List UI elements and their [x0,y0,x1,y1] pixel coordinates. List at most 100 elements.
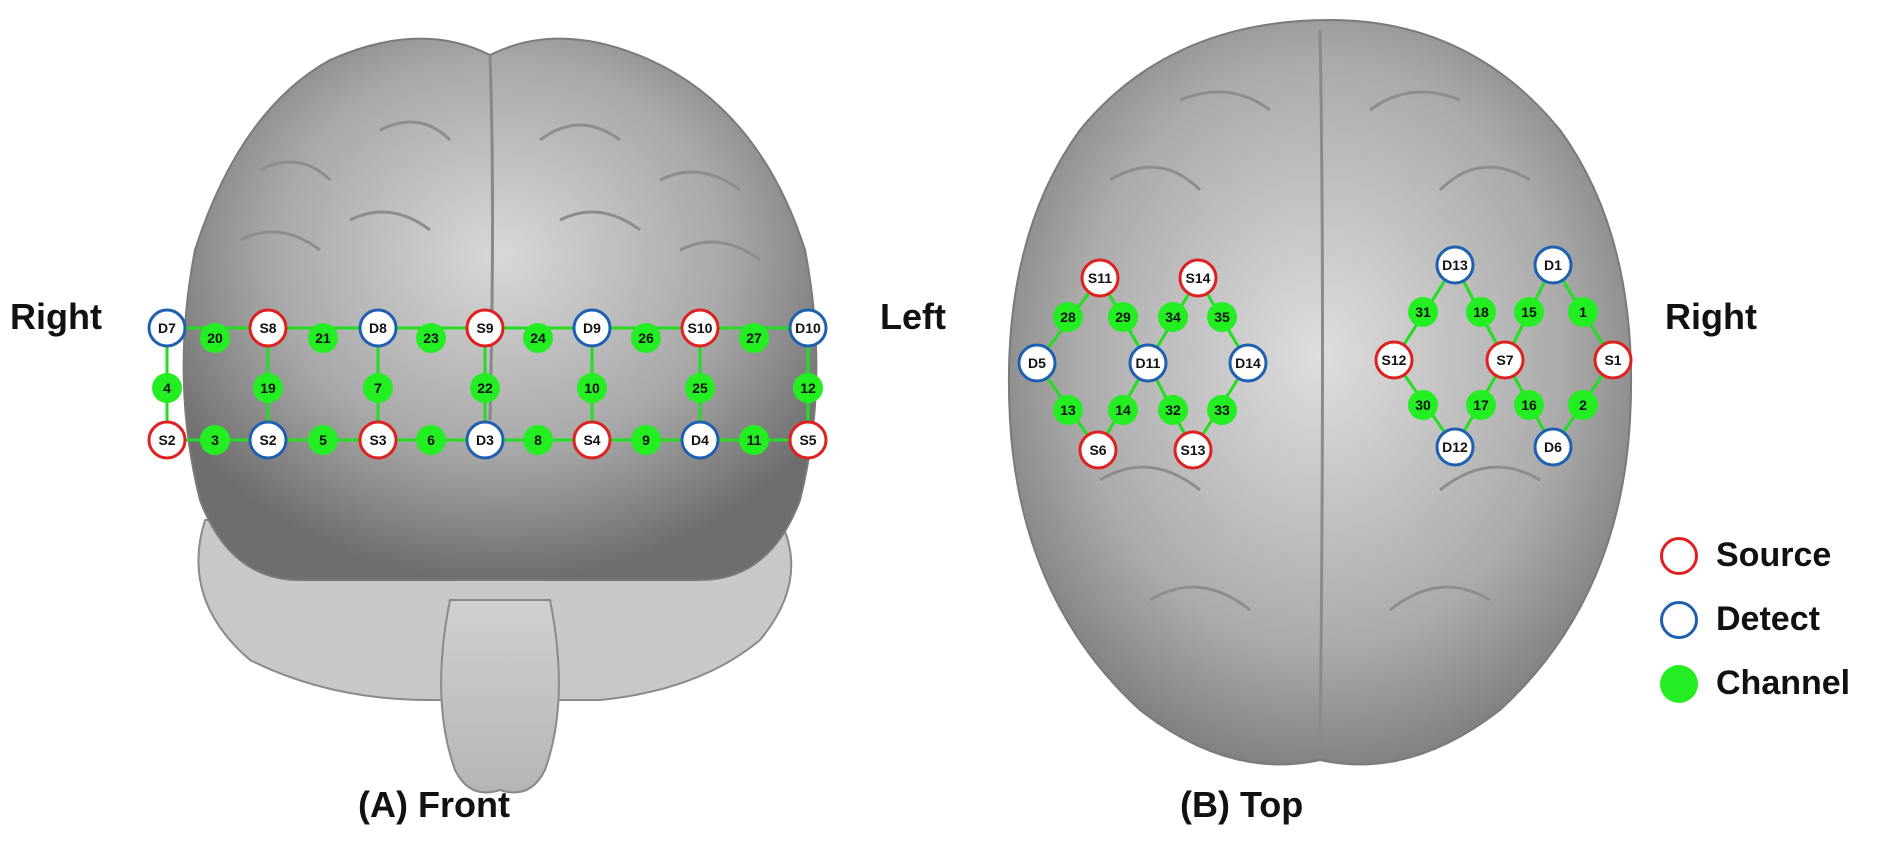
front-optode-s2-7-ring [147,420,187,460]
top-optode-s7: S7 [1485,340,1525,380]
top-channel-29-dot [1108,302,1138,332]
front-channel-20-dot [200,323,230,353]
front-channel-3-label: 3 [211,432,219,448]
top-optode-s7-label: S7 [1496,352,1513,368]
front-channel-9: 9 [631,425,661,455]
front-channel-3: 3 [200,425,230,455]
front-optode-s3-9-ring [358,420,398,460]
front-brain [182,37,818,794]
front-channel-9-label: 9 [642,432,650,448]
top-channel-31-label: 31 [1415,304,1431,320]
caption-top: (B) Top [1180,784,1304,825]
front-optode-s9-3-ring [465,308,505,348]
top-channel-17-dot [1466,390,1496,420]
front-optode-s10-5-ring [680,308,720,348]
front-channel-27-label: 27 [746,330,762,346]
top-channel-15-label: 15 [1521,304,1537,320]
top-optode-s13: S13 [1173,430,1213,470]
front-optode-d10-6-ring [788,308,828,348]
top-optode-s6: S6 [1078,430,1118,470]
front-optode-d3-10: D3 [465,420,505,460]
top-channel-30: 30 [1408,390,1438,420]
front-channel-20: 20 [200,323,230,353]
top-optode-s14-label: S14 [1186,270,1211,286]
top-optode-d14: D14 [1228,343,1268,383]
top-optode-d11: D11 [1128,343,1168,383]
front-channel-8: 8 [523,425,553,455]
top-optode-d14-label: D14 [1235,355,1261,371]
front-optode-d3-10-ring [465,420,505,460]
front-optode-d10-6: D10 [788,308,828,348]
top-channel-15: 15 [1514,297,1544,327]
front-optode-s8-1-ring [248,308,288,348]
front-channel-19: 19 [253,373,283,403]
front-optode-d10-6-label: D10 [795,320,821,336]
front-optode-s10-5: S10 [680,308,720,348]
front-optode-s2-8: S2 [248,420,288,460]
top-channel-31: 31 [1408,297,1438,327]
top-optode-s7-ring [1485,340,1525,380]
top-optode-s12: S12 [1374,340,1414,380]
top-channel-34-label: 34 [1165,309,1181,325]
front-channel-24-dot [523,323,553,353]
front-channel-22: 22 [470,373,500,403]
top-channel-2: 2 [1568,390,1598,420]
front-channel-9-dot [631,425,661,455]
front-channel-21-dot [308,323,338,353]
front-left-label: Left [880,296,946,337]
top-optode-s13-ring [1173,430,1213,470]
front-channel-24: 24 [523,323,553,353]
top-channel-14: 14 [1108,395,1138,425]
front-channel-21-label: 21 [315,330,331,346]
front-channel-5-label: 5 [319,432,327,448]
top-channel-30-dot [1408,390,1438,420]
top-optode-s6-label: S6 [1089,442,1106,458]
caption-front: (A) Front [358,784,510,825]
top-optode-s1: S1 [1593,340,1633,380]
top-channel-31-dot [1408,297,1438,327]
legend-source: Source [1660,536,1831,575]
top-optode-s11-label: S11 [1088,270,1112,286]
front-channel-25-label: 25 [692,380,708,396]
front-optode-s8-1-label: S8 [259,320,276,336]
front-optode-d8-2-ring [358,308,398,348]
front-channel-23-label: 23 [423,330,439,346]
front-optode-d9-4-label: D9 [583,320,601,336]
front-optode-s5-13-ring [788,420,828,460]
front-channel-7-dot [363,373,393,403]
top-channel-32-dot [1158,395,1188,425]
front-channel-12-dot [793,373,823,403]
front-optode-d4-12: D4 [680,420,720,460]
top-channel-28: 28 [1053,302,1083,332]
front-channel-11-dot [739,425,769,455]
top-channel-14-label: 14 [1115,402,1131,418]
front-channel-22-label: 22 [477,380,493,396]
front-channel-27: 27 [739,323,769,353]
front-optode-s4-11: S4 [572,420,612,460]
top-channel-1: 1 [1568,297,1598,327]
legend-detect-symbol [1660,600,1698,639]
top-channel-32-label: 32 [1165,402,1181,418]
top-channel-35: 35 [1207,302,1237,332]
top-channel-16-dot [1514,390,1544,420]
top-optode-d5: D5 [1017,343,1057,383]
top-channel-2-label: 2 [1579,397,1587,413]
front-channel-12-label: 12 [800,380,816,396]
top-channel-34: 34 [1158,302,1188,332]
top-optode-s6-ring [1078,430,1118,470]
front-channel-4-dot [152,373,182,403]
top-optode-s12-label: S12 [1382,352,1407,368]
legend-detect-label: Detect [1716,600,1820,638]
front-channel-24-label: 24 [530,330,546,346]
front-channel-21: 21 [308,323,338,353]
front-optode-d9-4-ring [572,308,612,348]
front-right-label: Right [10,296,102,337]
front-channel-19-dot [253,373,283,403]
top-optode-s11-ring [1080,258,1120,298]
front-optode-s10-5-label: S10 [688,320,713,336]
front-channel-12: 12 [793,373,823,403]
legend-channel-label: Channel [1716,664,1851,702]
top-optode-s14-ring [1178,258,1218,298]
top-optode-d6: D6 [1533,427,1573,467]
